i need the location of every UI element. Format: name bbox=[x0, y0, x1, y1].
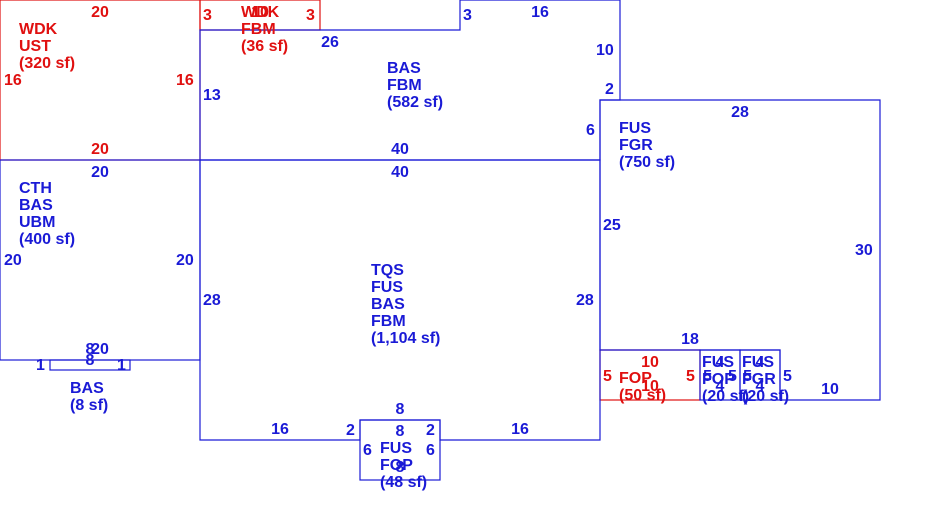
bas-fbm-label-3: (582 sf) bbox=[387, 94, 443, 111]
fgr-top-dim: 28 bbox=[731, 104, 749, 121]
bf-bottom-dim: 8 bbox=[396, 459, 405, 476]
bs-right-dim: 1 bbox=[117, 357, 126, 374]
wdk-left-dim: 16 bbox=[4, 72, 22, 89]
wdkf-right-dim: 3 bbox=[306, 7, 315, 24]
bf-right-dim: 6 bbox=[426, 442, 435, 459]
fus-fgr-b-label-2: FGR bbox=[742, 371, 776, 388]
b-right-dim: 5 bbox=[783, 368, 792, 385]
bas-40-dim: 40 bbox=[391, 141, 409, 158]
tqs-left-dim: 28 bbox=[203, 292, 221, 309]
fgr-b10-dim: 10 bbox=[821, 381, 839, 398]
tqs-label-2: FUS bbox=[371, 279, 403, 296]
cth-bottom-dim: 20 bbox=[91, 341, 109, 358]
fop-red-label-2: (50 sf) bbox=[619, 387, 666, 404]
bas-13-dim: 13 bbox=[203, 87, 221, 104]
fop-top-dim: 10 bbox=[641, 354, 659, 371]
wdk-right-dim: 16 bbox=[176, 72, 194, 89]
wdk-ust-label-2: UST bbox=[19, 38, 51, 55]
tqs-label-5: (1,104 sf) bbox=[371, 330, 440, 347]
fop-red-label-1: FOP bbox=[619, 370, 652, 387]
fus-fgr-b-label-3: (20 sf) bbox=[742, 388, 789, 405]
fus-fop-bottom-outline bbox=[359, 419, 441, 481]
fus-fop-a-label-3: (20 sf) bbox=[702, 388, 749, 405]
wdk-ust-label-1: WDK bbox=[19, 21, 58, 38]
bas-2-dim: 2 bbox=[605, 81, 614, 98]
fus-fop-bottom-label-1: FUS bbox=[380, 440, 412, 457]
bas-26-dim: 26 bbox=[321, 34, 339, 51]
tqs-label-3: BAS bbox=[371, 296, 405, 313]
fgr-left-dim: 25 bbox=[603, 217, 621, 234]
bas-6-dim: 6 bbox=[586, 122, 595, 139]
wdk-fbm-label-2: FBM bbox=[241, 21, 276, 38]
cth-label-1: CTH bbox=[19, 180, 52, 197]
b-top-dim: 4 bbox=[756, 354, 765, 371]
tqs-label-1: TQS bbox=[371, 262, 404, 279]
wdk-fbm-label-3: (36 sf) bbox=[241, 38, 288, 55]
bas-16-dim: 16 bbox=[531, 4, 549, 21]
fus-fgr-b-label-1: FUS bbox=[742, 354, 774, 371]
fus-fgr-b-outline bbox=[739, 349, 781, 401]
wdk-bottom-dim: 20 bbox=[91, 141, 109, 158]
cth-top-dim: 20 bbox=[91, 164, 109, 181]
cth-label-4: (400 sf) bbox=[19, 231, 75, 248]
fop-right-dim: 5 bbox=[686, 368, 695, 385]
fus-fgr-label-2: FGR bbox=[619, 137, 653, 154]
a-left-dim: 5 bbox=[703, 368, 712, 385]
fus-fgr-label-3: (750 sf) bbox=[619, 154, 675, 171]
bs-bottom-dim: 8 bbox=[86, 352, 95, 369]
fgr-b18-dim: 18 bbox=[681, 331, 699, 348]
bas-fbm-label-1: BAS bbox=[387, 60, 421, 77]
a-bottom-dim: 4 bbox=[716, 378, 725, 395]
fus-fop-a-label-1: FUS bbox=[702, 354, 734, 371]
bas-small-outline bbox=[49, 359, 131, 371]
fus-fop-bottom-label-2: FOP bbox=[380, 457, 413, 474]
a-right-dim: 5 bbox=[728, 368, 737, 385]
tqs-b16a-dim: 16 bbox=[271, 421, 289, 438]
fus-fop-a-label-2: FOP bbox=[702, 371, 735, 388]
bas-fbm-label-2: FBM bbox=[387, 77, 422, 94]
bas-3-dim: 3 bbox=[463, 7, 472, 24]
wdkf-left-dim: 3 bbox=[203, 7, 212, 24]
a-top-dim: 4 bbox=[716, 354, 725, 371]
bs-top-dim: 8 bbox=[86, 341, 95, 358]
wdk-fbm-label-1: WDK bbox=[241, 4, 280, 21]
cth-right-dim: 20 bbox=[176, 252, 194, 269]
tqs-top-dim: 40 bbox=[391, 164, 409, 181]
fop-left-dim: 5 bbox=[603, 368, 612, 385]
fus-fop-bottom-label-3: (48 sf) bbox=[380, 474, 427, 491]
bf-top-dim: 8 bbox=[396, 423, 405, 440]
bf-left-dim: 6 bbox=[363, 442, 372, 459]
b-left-dim: 5 bbox=[743, 368, 752, 385]
cth-label-2: BAS bbox=[19, 197, 53, 214]
wdk-ust-label-3: (320 sf) bbox=[19, 55, 75, 72]
bas-small-label-1: BAS bbox=[70, 380, 104, 397]
tqs-b2b-dim: 2 bbox=[426, 422, 435, 439]
tqs-b8-dim: 8 bbox=[396, 401, 405, 418]
wdk-top-dim: 20 bbox=[91, 4, 109, 21]
bs-left-dim: 1 bbox=[36, 357, 45, 374]
cth-label-3: UBM bbox=[19, 214, 55, 231]
bas-10-dim: 10 bbox=[596, 42, 614, 59]
b-bottom-dim: 4 bbox=[756, 378, 765, 395]
tqs-b2a-dim: 2 bbox=[346, 422, 355, 439]
tqs-label-4: FBM bbox=[371, 313, 406, 330]
wdkf-top-dim: 10 bbox=[251, 4, 269, 21]
tqs-b16b-dim: 16 bbox=[511, 421, 529, 438]
cth-left-dim: 20 bbox=[4, 252, 22, 269]
bas-small-label-2: (8 sf) bbox=[70, 397, 108, 414]
fus-fgr-label-1: FUS bbox=[619, 120, 651, 137]
fop-bottom-dim: 10 bbox=[641, 378, 659, 395]
tqs-right-dim: 28 bbox=[576, 292, 594, 309]
fgr-right-dim: 30 bbox=[855, 242, 873, 259]
